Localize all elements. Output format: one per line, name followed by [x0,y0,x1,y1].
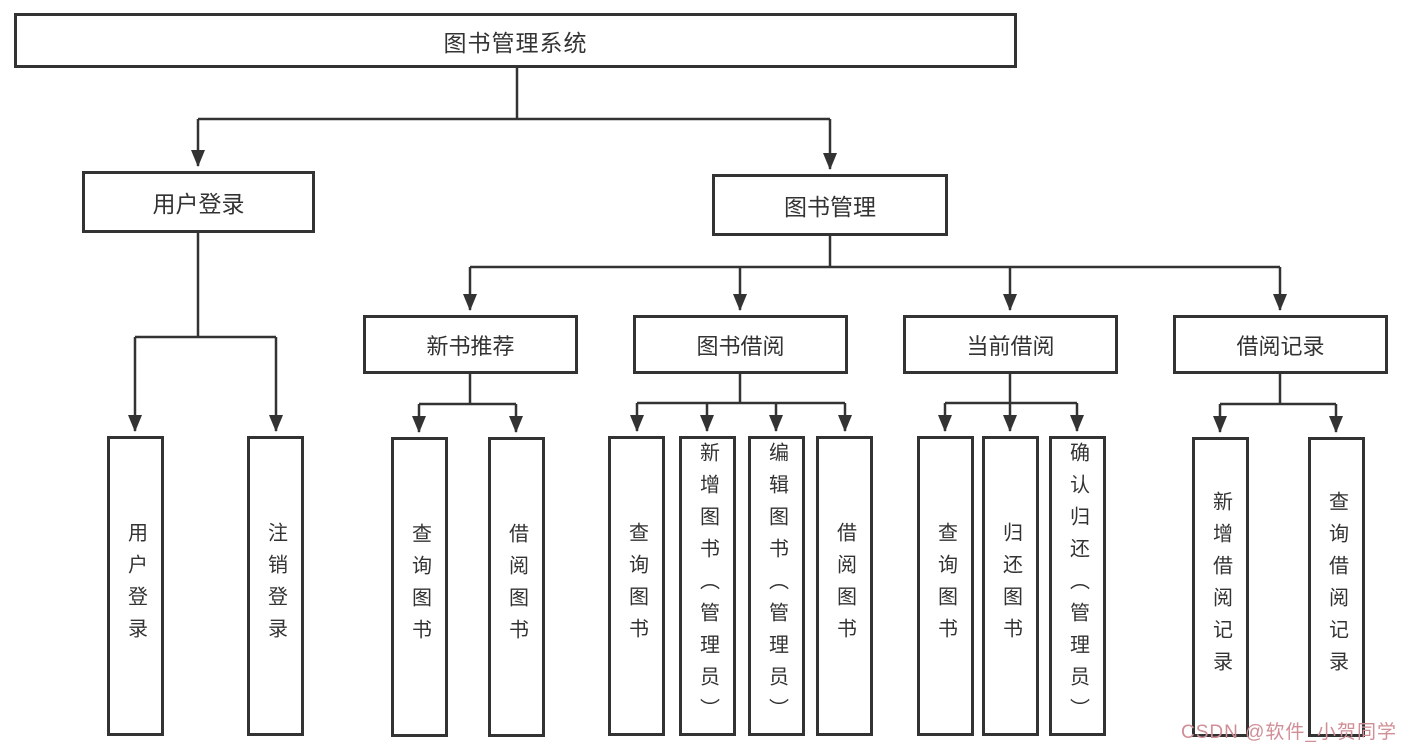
node-label: 用户登录 [152,191,245,217]
leaf-label: 借阅图书 [505,523,528,651]
node-borrowing-records: 借阅记录 [1173,315,1388,374]
leaf-recommend-query-books: 查询图书 [391,437,448,737]
node-user-login-branch: 用户登录 [82,171,315,233]
leaf-label: 查询图书 [625,522,648,650]
leaf-records-add-record: 新增借阅记录 [1192,437,1249,737]
leaf-label: 查询借阅记录 [1325,491,1348,683]
leaf-label: 注销登录 [264,522,287,650]
leaf-label: 查询图书 [934,522,957,650]
leaf-current-query-books: 查询图书 [917,436,974,736]
leaf-current-confirm-return-admin: 确认归还（管理员） [1049,436,1106,736]
node-label: 新书推荐 [426,333,515,359]
leaf-records-query-record: 查询借阅记录 [1308,437,1365,737]
leaf-label: 用户登录 [124,522,147,650]
node-book-management-branch: 图书管理 [712,174,948,236]
leaf-label: 确认归还（管理员） [1066,442,1089,730]
node-label: 借阅记录 [1236,333,1325,359]
leaf-label: 借阅图书 [833,522,856,650]
leaf-borrowing-query-books: 查询图书 [608,436,665,736]
leaf-label: 归还图书 [999,522,1022,650]
leaf-user-login: 用户登录 [107,436,164,736]
leaf-borrowing-borrow-books: 借阅图书 [816,436,873,736]
node-new-book-recommend: 新书推荐 [363,315,578,374]
node-label: 图书管理 [784,194,876,220]
leaf-label: 编辑图书（管理员） [765,442,788,730]
node-library-management-system: 图书管理系统 [14,13,1017,68]
leaf-label: 新增图书（管理员） [696,442,719,730]
node-label: 图书借阅 [696,333,785,359]
leaf-label: 新增借阅记录 [1209,491,1232,683]
leaf-recommend-borrow-books: 借阅图书 [488,437,545,737]
leaf-borrowing-edit-books-admin: 编辑图书（管理员） [748,436,805,736]
csdn-watermark: CSDN @软件_小贺同学 [1181,722,1397,743]
node-label: 图书管理系统 [443,29,588,56]
node-book-borrowing: 图书借阅 [633,315,848,374]
node-current-borrowing: 当前借阅 [903,315,1118,374]
leaf-logout: 注销登录 [247,436,304,736]
leaf-label: 查询图书 [408,523,431,651]
leaf-borrowing-add-books-admin: 新增图书（管理员） [679,436,736,736]
node-label: 当前借阅 [966,333,1055,359]
leaf-current-return-books: 归还图书 [982,436,1039,736]
